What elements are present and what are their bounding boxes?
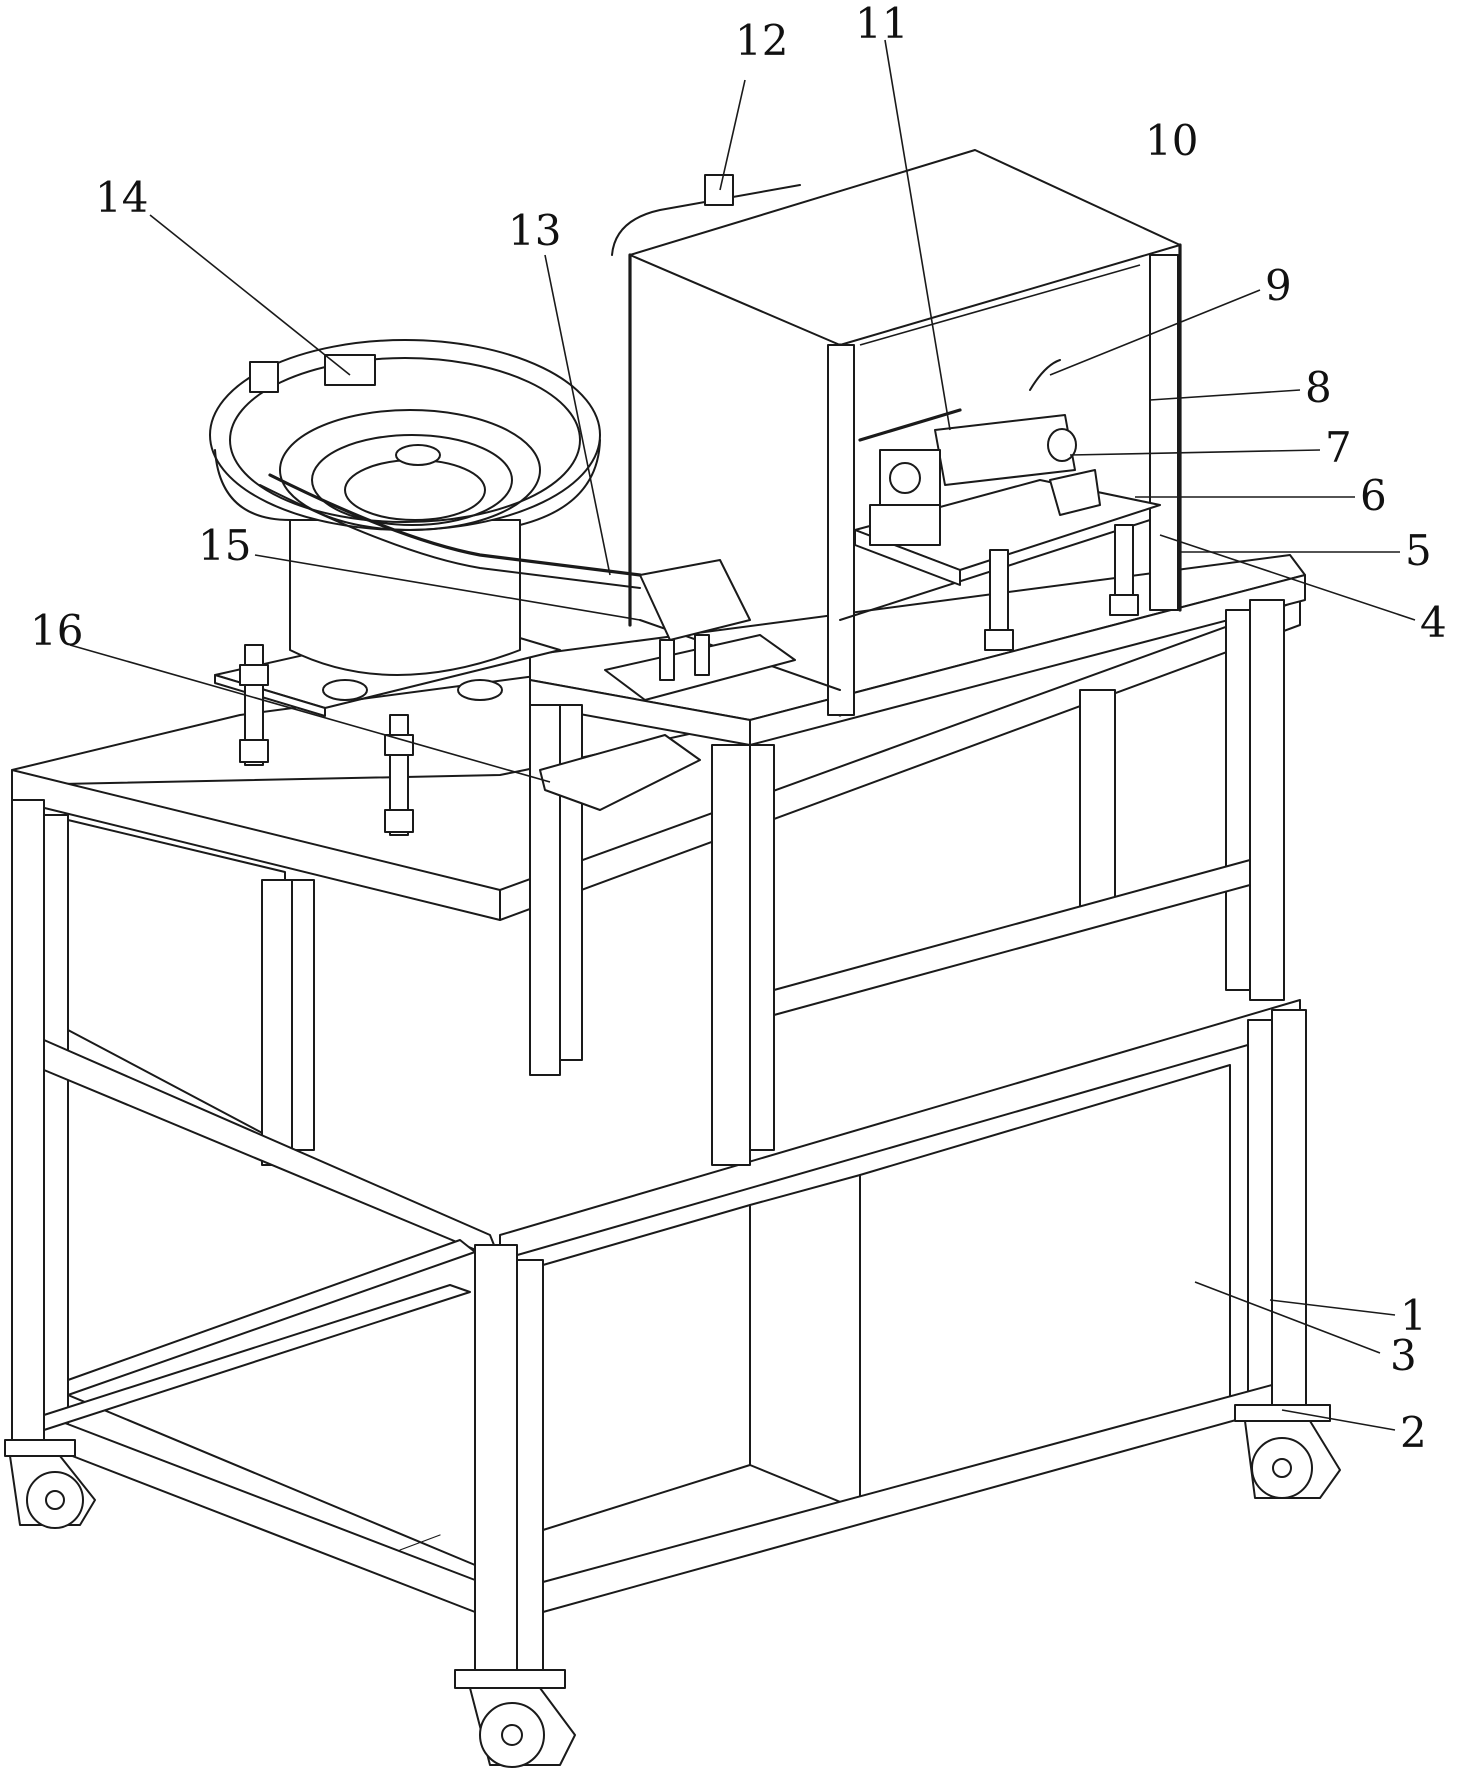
callout-4: 4 xyxy=(1420,598,1447,647)
callout-6: 6 xyxy=(1360,471,1387,520)
discharge-chute xyxy=(539,734,701,811)
callout-9: 9 xyxy=(1265,261,1292,310)
callout-11: 11 xyxy=(855,0,908,48)
cover-enclosure xyxy=(611,149,1182,717)
leader-16 xyxy=(69,644,551,783)
callout-7: 7 xyxy=(1325,423,1352,472)
callout-15: 15 xyxy=(198,521,251,570)
callout-16: 16 xyxy=(30,606,83,655)
mechanism-plate xyxy=(854,359,1161,651)
leader-4 xyxy=(1159,534,1416,621)
leader-2 xyxy=(1281,1409,1396,1431)
main-frame xyxy=(11,574,1307,1676)
caster-wheel-right xyxy=(1234,1404,1341,1499)
leader-3 xyxy=(1194,1281,1381,1354)
leader-9 xyxy=(1049,289,1261,376)
leader-15 xyxy=(254,554,641,621)
leader-lines xyxy=(69,39,1416,1431)
vibratory-bowl-feeder xyxy=(209,339,642,836)
callout-3: 3 xyxy=(1390,1331,1417,1380)
leader-13 xyxy=(544,254,611,576)
leader-1 xyxy=(1269,1299,1396,1316)
callout-1: 1 xyxy=(1400,1291,1427,1340)
feed-station xyxy=(604,559,796,701)
callout-13: 13 xyxy=(508,206,561,255)
leader-11 xyxy=(884,39,951,431)
callout-2: 2 xyxy=(1400,1408,1427,1457)
callout-12: 12 xyxy=(735,16,788,65)
callout-5: 5 xyxy=(1405,526,1432,575)
callout-10: 10 xyxy=(1145,116,1198,165)
caster-wheel-left xyxy=(4,1439,96,1529)
caster-wheel-front xyxy=(454,1669,576,1768)
leader-14 xyxy=(149,214,351,376)
callout-8: 8 xyxy=(1305,363,1332,412)
leader-8 xyxy=(1149,389,1301,401)
leader-12 xyxy=(719,79,746,191)
leader-10 xyxy=(859,264,1141,346)
callout-14: 14 xyxy=(95,173,148,222)
leader-7 xyxy=(1069,449,1321,456)
callout-labels: 1 2 3 4 5 6 7 8 9 10 11 12 13 14 15 16 xyxy=(30,0,1447,1457)
